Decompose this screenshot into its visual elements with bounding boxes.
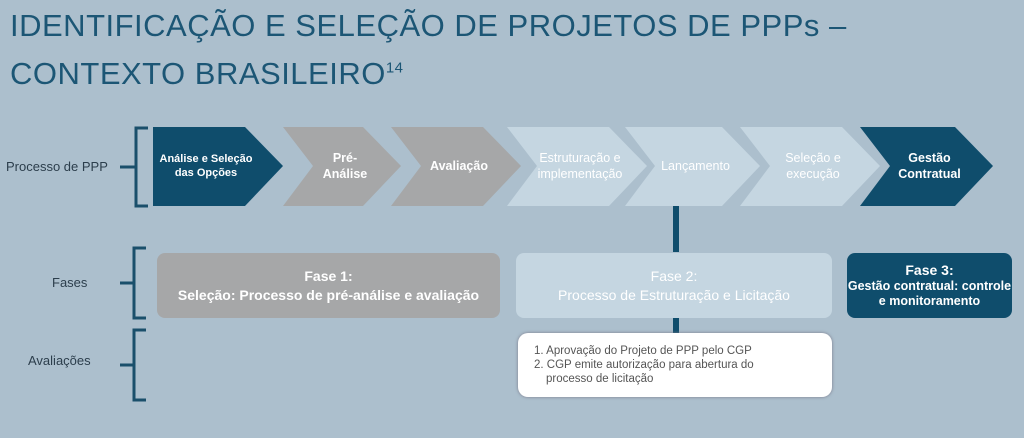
row-label-processo: Processo de PPP: [6, 159, 108, 174]
process-step-chevron: [740, 127, 880, 206]
phase-3-box: Fase 3:Gestão contratual: controle e mon…: [847, 253, 1012, 318]
evaluation-item: 2. CGP emite autorização para abertura d…: [534, 358, 754, 371]
process-step-chevron: [507, 127, 647, 206]
process-step-chevron: [860, 127, 993, 206]
bracket-fases: [120, 246, 146, 320]
process-step-label: Análise e Seleção das Opções: [159, 152, 253, 179]
title-text: CONTEXTO BRASILEIRO: [10, 56, 386, 91]
connector-top: [673, 206, 679, 252]
evaluation-item: processo de licitação: [546, 372, 654, 385]
process-step-label: Seleção e execução: [785, 150, 841, 181]
phase-1-box: Fase 1:Seleção: Processo de pré-análise …: [157, 253, 500, 318]
process-step-chevron: [283, 127, 401, 206]
process-step-chevron: [153, 127, 283, 206]
phase-2-box: Fase 2:Processo de Estruturação e Licita…: [516, 253, 832, 318]
brackets: [120, 126, 148, 402]
process-step-label: Lançamento: [661, 158, 730, 173]
bracket-processo: [120, 126, 148, 208]
process-step-chevron: [625, 127, 760, 206]
title-line-1: IDENTIFICAÇÃO E SELEÇÃO DE PROJETOS DE P…: [10, 8, 847, 43]
connector-bottom: [673, 318, 679, 334]
footnote-ref: 14: [385, 59, 404, 77]
bracket-avaliacoes: [120, 328, 146, 402]
process-step-label: Gestão Contratual: [898, 150, 961, 181]
row-label-fases: Fases: [52, 275, 88, 290]
process-step-label: Avaliação: [430, 158, 488, 173]
evaluation-item: 1. Aprovação do Projeto de PPP pelo CGP: [534, 345, 752, 357]
process-step-label: Pré-Análise: [322, 150, 368, 181]
evaluation-box: 1. Aprovação do Projeto de PPP pelo CGP …: [518, 333, 832, 397]
process-step-chevron: [391, 127, 521, 206]
process-step-label: Estruturação e implementação: [537, 150, 623, 181]
row-label-avaliacoes: Avaliações: [28, 353, 91, 368]
title-line-2: CONTEXTO BRASILEIRO14: [10, 56, 404, 92]
